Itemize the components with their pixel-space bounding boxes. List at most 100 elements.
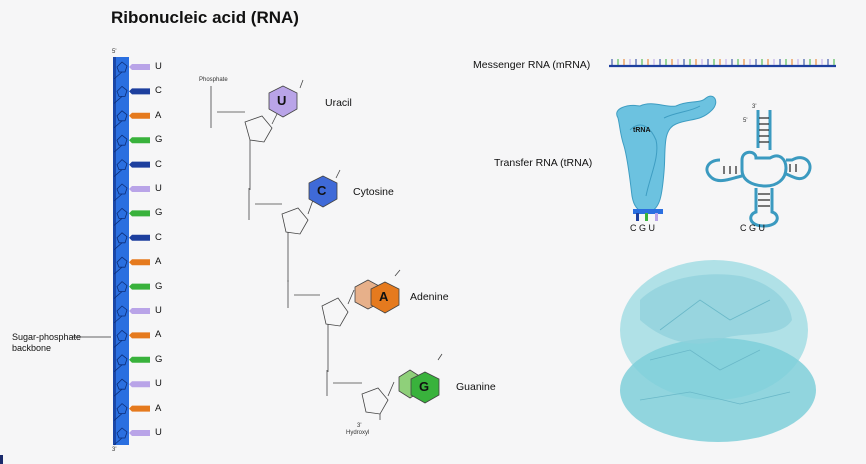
page-title: Ribonucleic acid (RNA)	[111, 8, 299, 27]
strand-sugar	[116, 61, 128, 73]
strand-base-G	[129, 356, 150, 363]
strand-base-letter: U	[155, 305, 162, 316]
strand-base-C	[129, 88, 150, 95]
strand-sugar	[116, 183, 128, 195]
strand-base-letter: C	[155, 85, 162, 97]
strand-link	[113, 413, 123, 421]
strand-sugar	[116, 159, 128, 171]
strand-link	[113, 291, 123, 299]
strand-link	[113, 388, 123, 397]
strand-base-G	[129, 210, 150, 217]
backbone-label: Sugar-phosphate backbone	[12, 332, 81, 354]
strand-base-letter: U	[155, 378, 162, 390]
adenine-label: Adenine	[410, 291, 449, 303]
strand-link	[113, 71, 123, 80]
strand-sugar	[116, 378, 128, 390]
cytosine-letter: C	[317, 183, 327, 198]
trna-cloverleaf-rungs	[723, 117, 797, 207]
anticodon-left: C G U	[630, 223, 656, 233]
adenine-ring	[370, 281, 400, 314]
strand-sugar	[116, 256, 128, 268]
adenine-letter: A	[379, 289, 389, 304]
uracil-label: Uracil	[325, 97, 352, 109]
strand-base-U	[129, 308, 150, 314]
phosphate-label: Phosphate	[199, 77, 228, 83]
three-prime-label: 3'	[357, 423, 362, 429]
trna-3d-model	[616, 95, 717, 221]
cytosine-label: Cytosine	[353, 186, 394, 198]
strand-base-G	[129, 137, 150, 144]
strand-link	[113, 364, 123, 373]
strand-base-C	[129, 161, 150, 168]
guanine-letter: G	[419, 379, 430, 394]
guanine-ring	[410, 371, 440, 404]
strand-base-letter: A	[155, 256, 162, 268]
strand-base-A	[129, 405, 150, 412]
uracil-ring	[268, 85, 298, 118]
chemical-structure	[210, 79, 443, 420]
strand-sugar	[116, 305, 128, 317]
strand-base-U	[129, 430, 150, 436]
strand-base-letter: U	[155, 61, 162, 72]
trna-model-label: tRNA	[633, 127, 651, 134]
strand-sugar	[116, 110, 128, 122]
strand-base-A	[129, 112, 150, 119]
strand-three-prime: 3'	[112, 447, 117, 453]
strand-base-letter: G	[155, 353, 163, 365]
strand-sugar	[116, 281, 128, 293]
strand-base-letter: G	[155, 280, 163, 292]
strand-base-letter: C	[155, 231, 162, 243]
trna-five-prime: 5'	[743, 118, 748, 124]
strand-sugar	[116, 207, 128, 219]
ribosome-model	[620, 260, 816, 442]
trna-label: Transfer RNA (tRNA)	[494, 157, 593, 169]
strand-sugar	[116, 403, 128, 415]
mrna-strand	[609, 59, 836, 68]
strand-link	[113, 120, 123, 129]
strand-link	[113, 315, 123, 324]
strand-link	[113, 144, 123, 153]
strand-base-letter: A	[155, 402, 162, 414]
strand-sugar	[116, 427, 128, 439]
strand-base-C	[129, 234, 150, 241]
anticodon-right: C G U	[740, 223, 766, 233]
strand-base-letter: U	[155, 183, 162, 194]
strand-link	[113, 340, 123, 348]
strand-link	[113, 218, 123, 226]
strand-base-letter: A	[155, 109, 162, 121]
corner-mark	[0, 455, 3, 464]
strand-base-U	[129, 186, 150, 192]
strand-base-A	[129, 332, 150, 339]
strand-base-letter: U	[155, 427, 162, 438]
trna-cloverleaf	[705, 110, 812, 228]
strand-units	[113, 61, 150, 446]
strand-link	[113, 96, 123, 104]
strand-base-letter: A	[155, 329, 162, 341]
strand-link	[113, 266, 123, 275]
trna-three-prime: 3'	[752, 104, 757, 110]
strand-link	[113, 437, 123, 446]
strand-link	[113, 242, 123, 251]
strand-base-letter: G	[155, 134, 163, 146]
strand-sugar	[116, 85, 128, 97]
strand-base-letter: G	[155, 207, 163, 219]
cytosine-ring	[308, 175, 338, 208]
backbone-label-line1: Sugar-phosphate	[12, 332, 82, 342]
mrna-label: Messenger RNA (mRNA)	[473, 59, 591, 71]
backbone-bar	[113, 57, 129, 445]
strand-base-A	[129, 259, 150, 266]
strand-link	[113, 169, 123, 177]
strand-sugar	[116, 134, 128, 146]
strand-link	[113, 193, 123, 202]
strand-base-G	[129, 283, 150, 290]
backbone-label-line2: backbone	[12, 343, 52, 353]
strand-sugar	[116, 354, 128, 366]
strand-sugar	[116, 329, 128, 341]
strand-base-letter: C	[155, 158, 162, 170]
hydroxyl-label: Hydroxyl	[346, 430, 370, 436]
strand-base-U	[129, 381, 150, 388]
strand-sugar	[116, 232, 128, 244]
strand-base-U	[129, 64, 150, 70]
uracil-letter: U	[277, 93, 287, 108]
